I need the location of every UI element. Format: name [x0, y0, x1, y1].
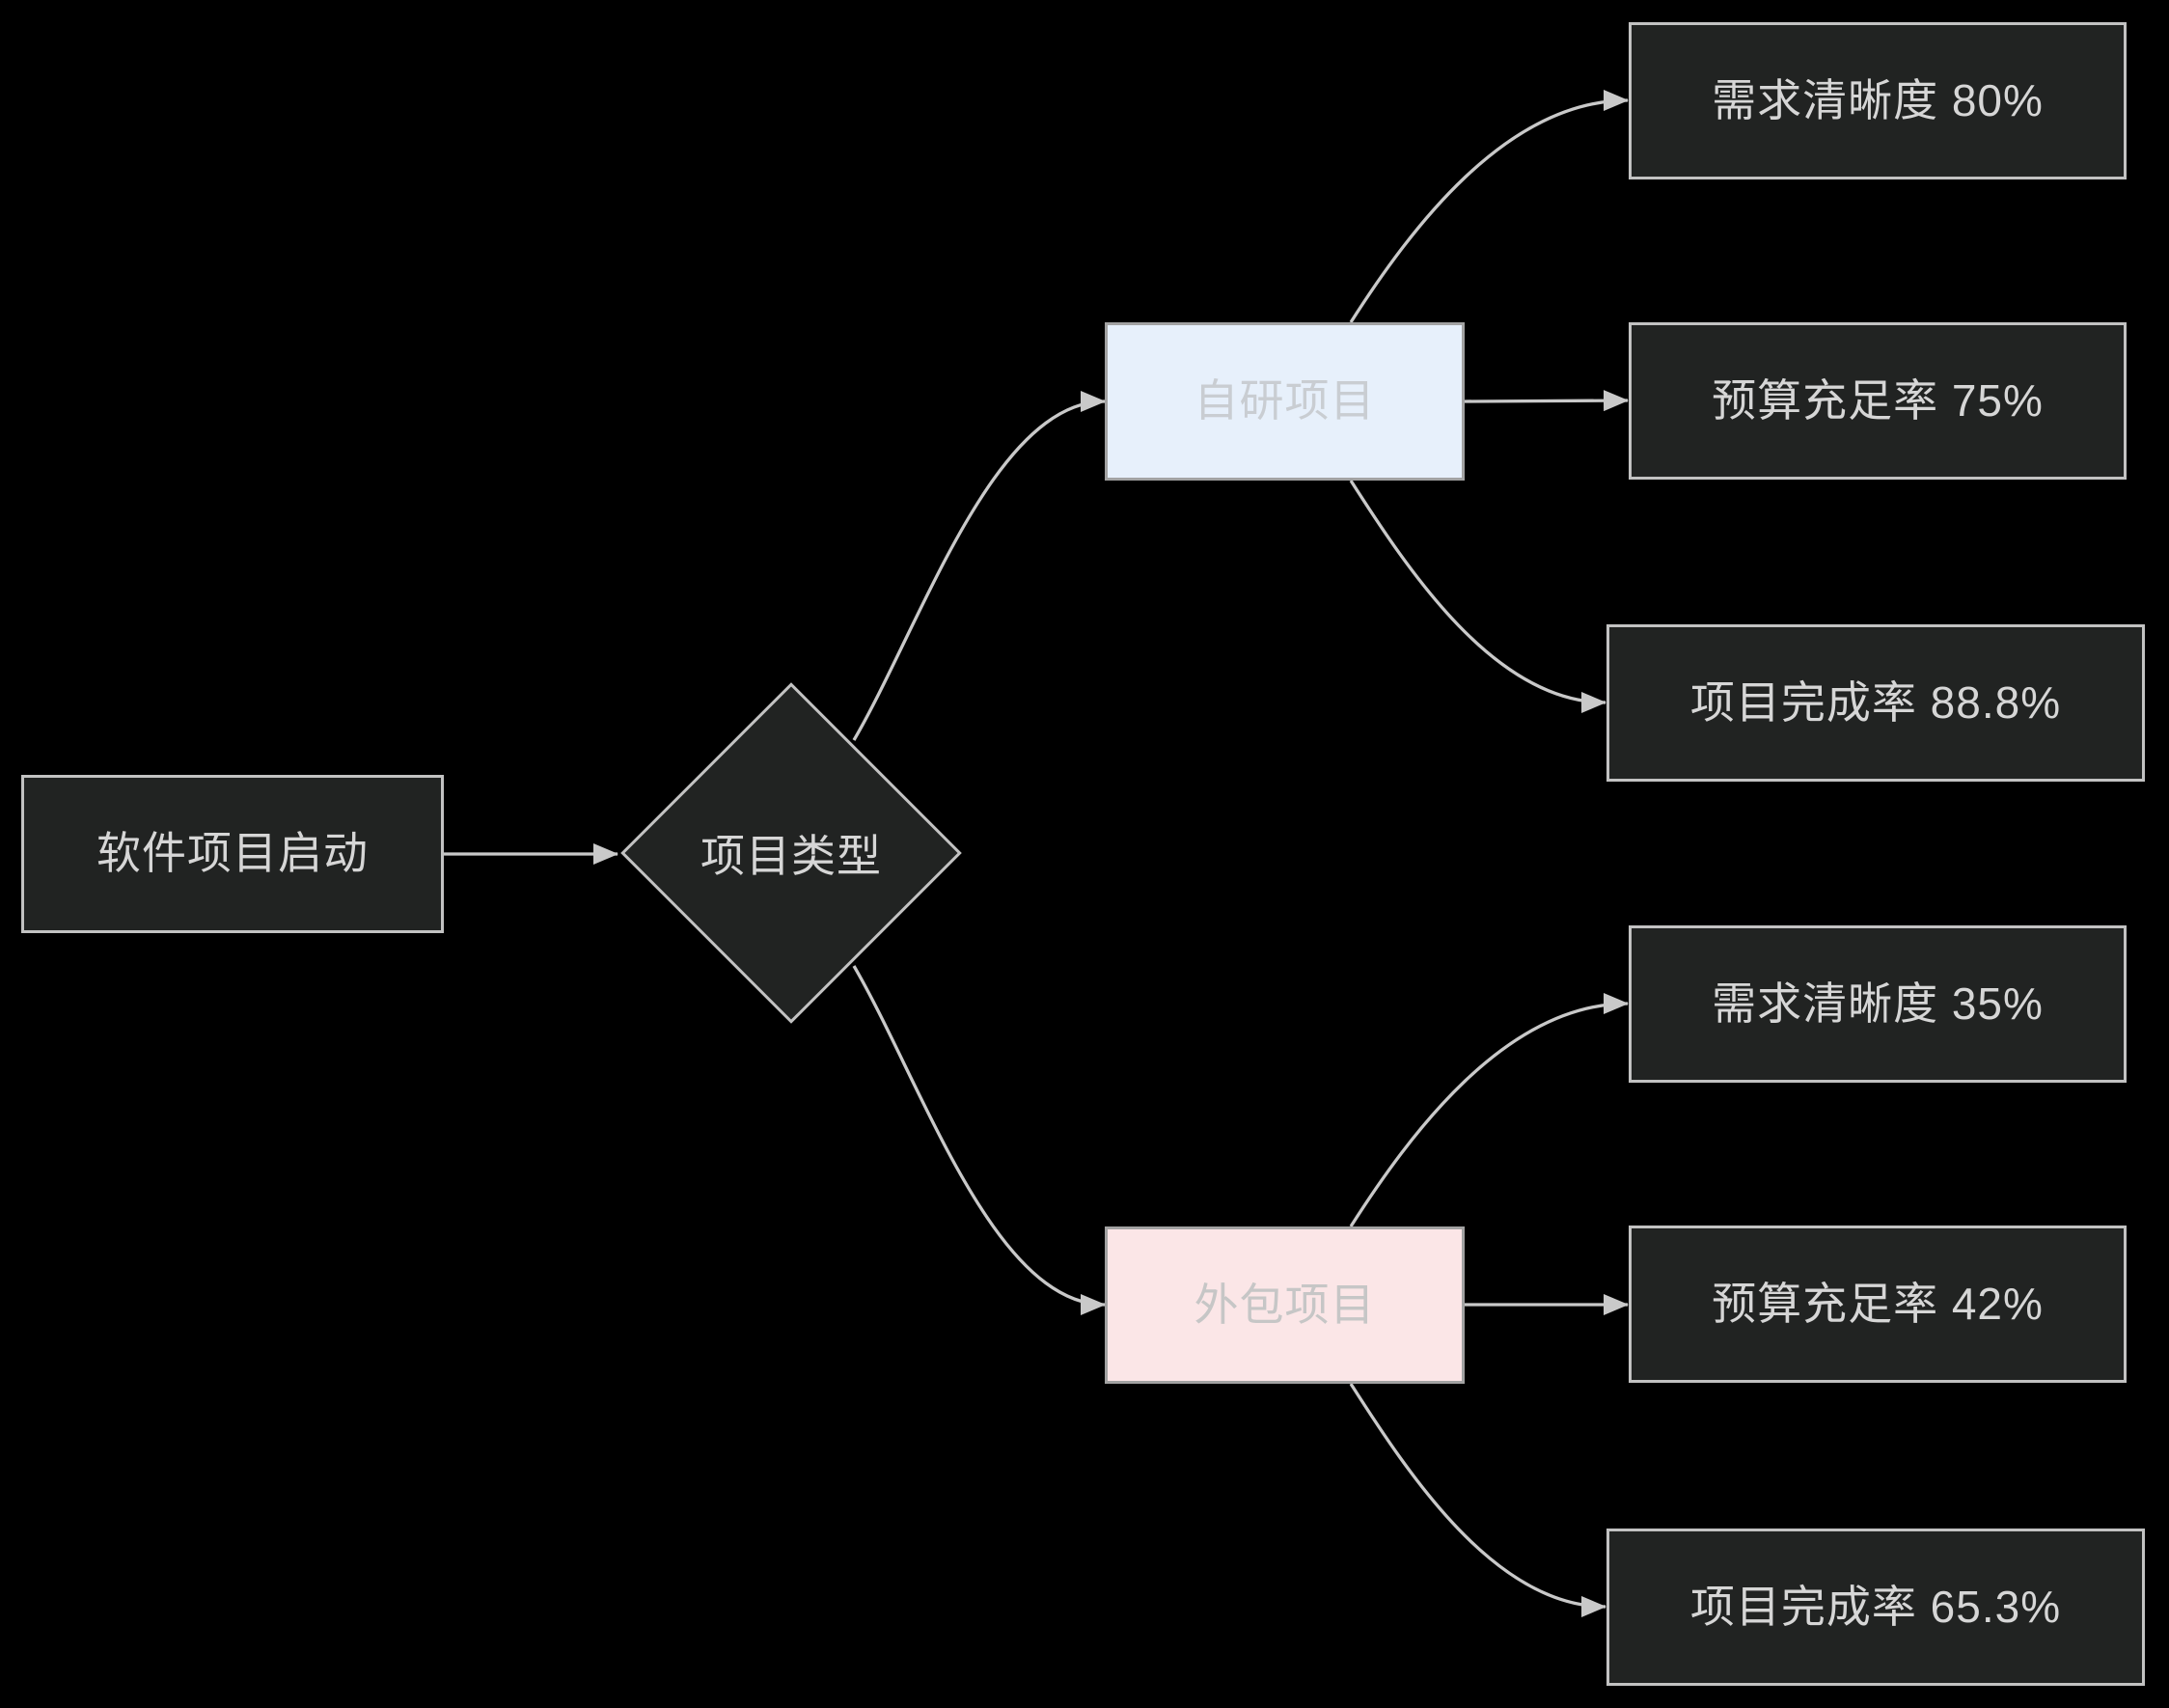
edge-self-dev-to-metric-1	[1464, 390, 1629, 412]
node-outsourced-metric-completion-rate: 项目完成率 65.3%	[1606, 1529, 2145, 1686]
metric-label: 项目完成率 65.3%	[1689, 1581, 2062, 1632]
metric-label: 预算充足率 42%	[1712, 1278, 2044, 1329]
node-self-dev-metric-requirement-clarity: 需求清晰度 80%	[1629, 22, 2127, 179]
node-outsourced-metric-budget-sufficiency: 预算充足率 42%	[1629, 1226, 2127, 1383]
node-outsourced-label: 外包项目	[1194, 1279, 1376, 1330]
node-outsourced-metric-requirement-clarity: 需求清晰度 35%	[1629, 925, 2127, 1083]
edge-outsourced-to-metric-0	[1349, 993, 1629, 1227]
node-self-dev-label: 自研项目	[1194, 375, 1376, 427]
metric-label: 项目完成率 88.8%	[1689, 676, 2062, 728]
node-outsourced: 外包项目	[1105, 1226, 1465, 1384]
node-decision-label-wrap: 项目类型	[646, 819, 936, 887]
node-start: 软件项目启动	[21, 775, 444, 933]
edge-decision-to-outsourced	[852, 965, 1106, 1315]
node-self-dev: 自研项目	[1105, 322, 1465, 481]
metric-label: 需求清晰度 35%	[1712, 978, 2044, 1029]
edge-self-dev-to-metric-2	[1349, 480, 1606, 713]
node-self-dev-metric-completion-rate: 项目完成率 88.8%	[1606, 624, 2145, 782]
node-self-dev-metric-budget-sufficiency: 预算充足率 75%	[1629, 322, 2127, 480]
metric-label: 需求清晰度 80%	[1712, 74, 2044, 125]
node-decision-label: 项目类型	[700, 831, 882, 881]
edge-decision-to-self-dev	[852, 391, 1106, 741]
edge-self-dev-to-metric-0	[1349, 90, 1629, 323]
node-start-label: 软件项目启动	[96, 828, 369, 879]
metric-label: 预算充足率 75%	[1712, 374, 2044, 426]
edge-outsourced-to-metric-2	[1349, 1383, 1606, 1617]
